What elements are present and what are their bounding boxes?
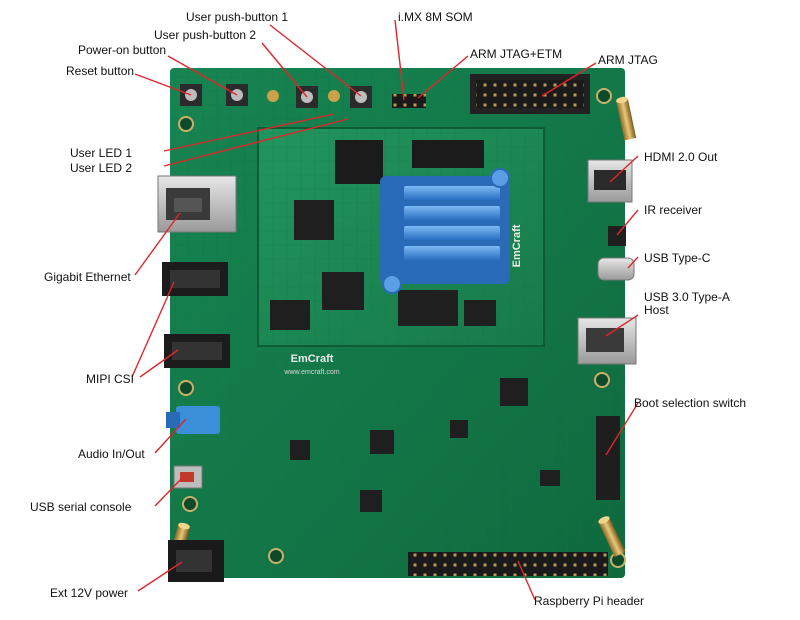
capacitor: [267, 90, 279, 102]
label-power-on-button: Power-on button: [78, 43, 167, 57]
label-reset-button: Reset button: [66, 64, 135, 78]
usb-c-connector: [597, 257, 635, 281]
label-ir-receiver: IR receiver: [644, 203, 703, 217]
baseboard-url-silkscreen: www.emcraft.com: [283, 369, 339, 376]
label-user-push-button-2: User push-button 2: [154, 28, 257, 42]
baseboard-brand-silkscreen: EmCraft: [291, 353, 334, 365]
label-mipi-csi: MIPI CSI: [86, 372, 135, 386]
arm-jtag-etm-header: [392, 94, 426, 108]
label-user-push-button-1: User push-button 1: [186, 10, 289, 24]
heatsink: [380, 168, 510, 294]
baseboard-chips: [290, 378, 560, 512]
leader-lines: [131, 19, 639, 601]
capacitor: [328, 90, 340, 102]
som-brand-silkscreen: EmCraft: [511, 224, 523, 267]
power-jack: [168, 540, 224, 582]
label-hdmi-out: HDMI 2.0 Out: [644, 150, 718, 164]
label-user-led-2: User LED 2: [70, 161, 133, 175]
label-user-led-1: User LED 1: [70, 146, 133, 160]
mipi-csi-connectors: [162, 262, 230, 368]
label-arm-jtag-etm: ARM JTAG+ETM: [470, 47, 563, 61]
ethernet-jack: [157, 175, 237, 233]
label-imx8m-som: i.MX 8M SOM: [398, 10, 473, 24]
label-audio-in-out: Audio In/Out: [78, 447, 145, 461]
label-arm-jtag: ARM JTAG: [598, 53, 658, 67]
boot-switch-part: [596, 416, 620, 500]
usb3-connector: [577, 317, 637, 365]
label-usb-serial-console: USB serial console: [30, 500, 132, 514]
label-usb3-host-line2: Host: [644, 303, 669, 317]
label-usb-type-c: USB Type-C: [644, 251, 711, 265]
label-raspberry-pi-header: Raspberry Pi header: [534, 594, 645, 608]
ir-receiver-part: [608, 226, 626, 246]
hdmi-connector: [587, 159, 633, 203]
label-usb3-host-line1: USB 3.0 Type-A: [644, 290, 730, 304]
audio-jack: [166, 406, 220, 434]
label-ext-12v-power: Ext 12V power: [50, 586, 129, 600]
label-gigabit-ethernet: Gigabit Ethernet: [44, 270, 131, 284]
label-boot-selection-switch: Boot selection switch: [634, 396, 747, 410]
usb-serial-connector: [173, 465, 203, 489]
rpi-header-part: [408, 552, 608, 576]
arm-jtag-pins: [476, 80, 584, 108]
